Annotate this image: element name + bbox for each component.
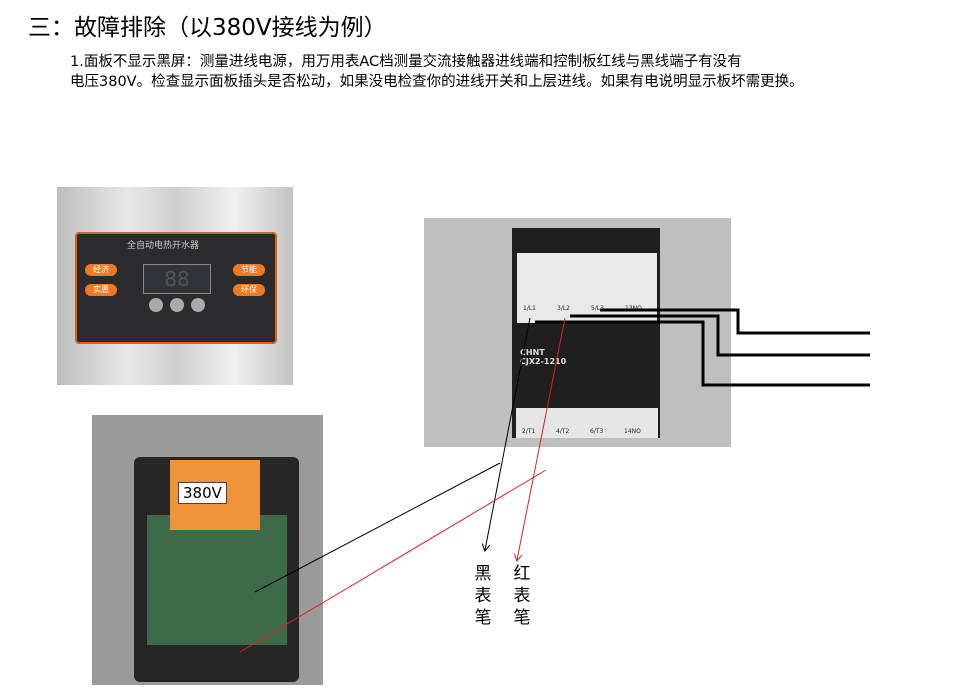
brand: CHNT bbox=[520, 348, 545, 357]
panel-display: 88 bbox=[143, 264, 211, 294]
panel-button: 经济 bbox=[85, 264, 117, 276]
voltage-label: 380V bbox=[178, 482, 227, 504]
black-probe-label: 黑表笔 bbox=[474, 564, 492, 628]
down-button-icon bbox=[191, 298, 205, 312]
menu-button-icon bbox=[170, 298, 184, 312]
supply-wire-l3 bbox=[600, 308, 870, 335]
supply-wire-l1 bbox=[535, 320, 870, 387]
terminal-label: 1/L1 bbox=[523, 305, 536, 312]
contactor-bottom: 2/T1 4/T2 6/T3 14NO bbox=[516, 408, 658, 438]
terminal-label: 2/T1 bbox=[522, 428, 536, 435]
red-probe-label: 红表笔 bbox=[513, 564, 531, 628]
panel-button: 节能 bbox=[233, 264, 265, 276]
terminal-label: 3/L2 bbox=[557, 305, 570, 312]
pcb bbox=[147, 515, 287, 645]
model: CJX2-1210 bbox=[520, 357, 567, 366]
terminal-label: 4/T2 bbox=[556, 428, 570, 435]
panel-button: 环保 bbox=[233, 284, 265, 296]
paragraph-line: 1.面板不显示黑屏：测量进线电源，用万用表AC档测量交流接触器进线端和控制板红线… bbox=[70, 54, 742, 70]
control-panel: 全自动电热开水器 经济 实惠 节能 环保 88 bbox=[75, 232, 277, 344]
board-red-wire bbox=[239, 469, 547, 653]
terminal-label: 5/L3 bbox=[591, 305, 604, 312]
paragraph: 1.面板不显示黑屏：测量进线电源，用万用表AC档测量交流接触器进线端和控制板红线… bbox=[70, 52, 804, 92]
terminal-label: 14NO bbox=[624, 428, 641, 435]
supply-wire-l2 bbox=[570, 314, 870, 357]
black-probe-line bbox=[485, 317, 531, 550]
panel-title: 全自动电热开水器 bbox=[127, 241, 200, 251]
board-black-wire bbox=[254, 462, 501, 593]
panel-button: 实惠 bbox=[85, 284, 117, 296]
transformer: 380V bbox=[170, 460, 260, 530]
paragraph-line: 电压380V。检查显示面板插头是否松动，如果没电检查你的进线开关和上层进线。如果… bbox=[70, 74, 804, 90]
display-panel-photo: 全自动电热开水器 经济 实惠 节能 环保 88 bbox=[57, 187, 293, 385]
red-probe-line bbox=[517, 317, 566, 560]
control-board-photo: 380V bbox=[92, 415, 323, 685]
page-title: 三：故障排除（以380V接线为例） bbox=[28, 15, 387, 41]
up-button-icon bbox=[149, 298, 163, 312]
terminal-label: 6/T3 bbox=[590, 428, 604, 435]
